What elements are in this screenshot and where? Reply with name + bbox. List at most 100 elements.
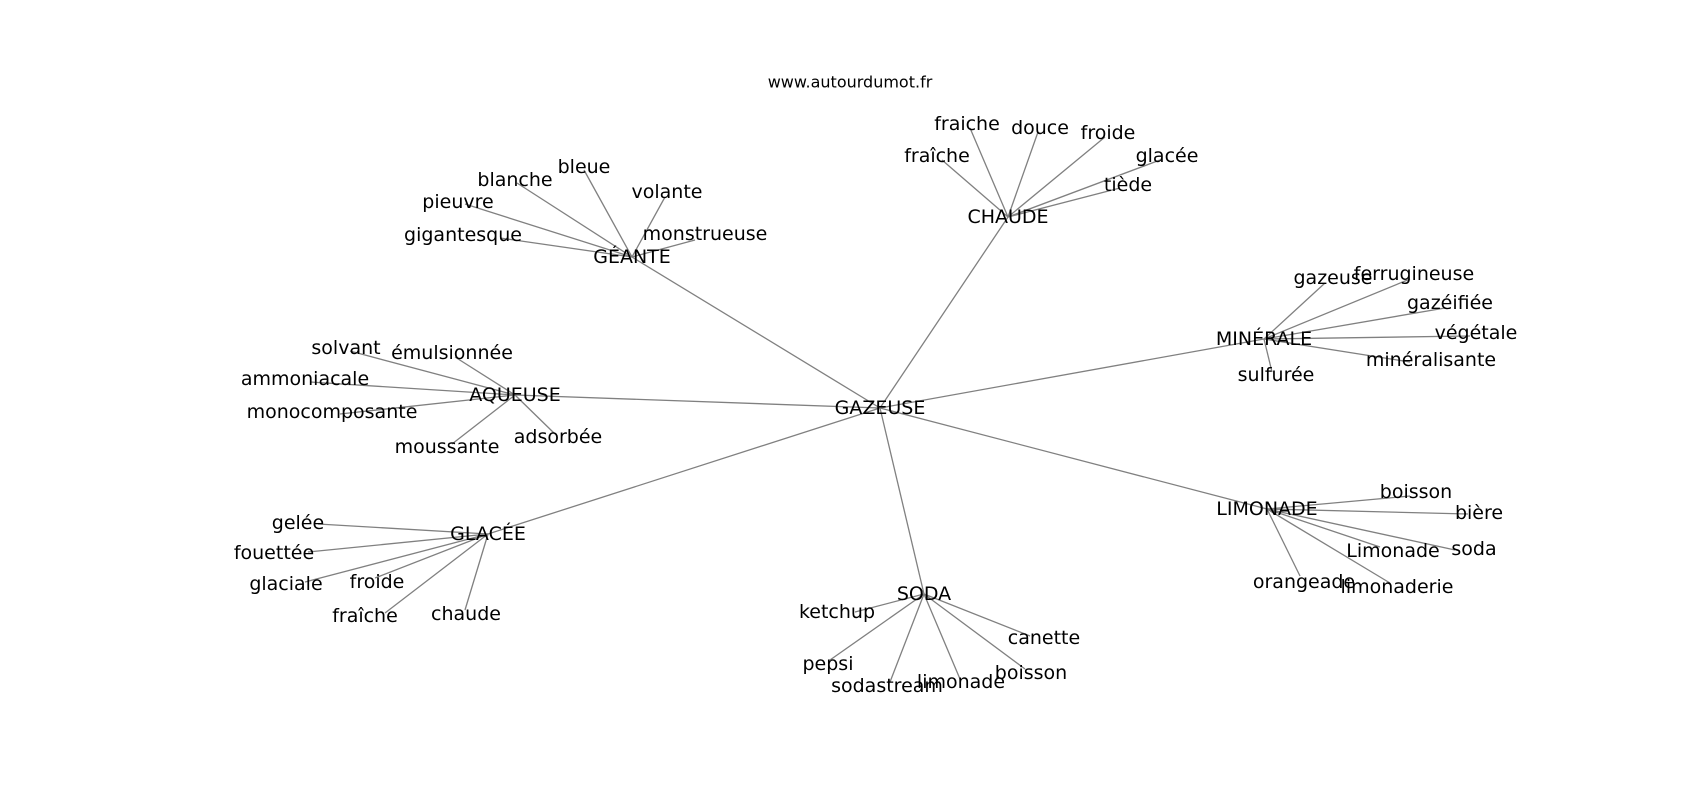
- hub-node-geante[interactable]: GÉANTE: [593, 245, 671, 268]
- word-node-glaciale[interactable]: glaciale: [249, 573, 322, 595]
- edge-soda-to-sodastream: [889, 593, 925, 683]
- edge-limonade-to-limonaderie: [1266, 508, 1391, 584]
- word-node-gazeifiee[interactable]: gazéifiée: [1407, 292, 1493, 314]
- edge-aqueuse-to-monocomposante: [339, 394, 516, 415]
- edge-glacee-to-fraiche: [384, 533, 489, 614]
- word-node-solvant[interactable]: solvant: [311, 337, 380, 359]
- word-node-gazeuse[interactable]: gazeuse: [1294, 267, 1373, 289]
- word-node-ammoniacale[interactable]: ammoniacale: [241, 368, 369, 390]
- word-node-emulsionnee[interactable]: émulsionnée: [391, 342, 513, 364]
- edge-aqueuse-to-solvant: [349, 350, 516, 396]
- edge-minerale-to-ferrugineuse: [1263, 278, 1411, 340]
- hub-node-limonade[interactable]: LIMONADE: [1216, 498, 1317, 520]
- word-node-moussante[interactable]: moussante: [395, 436, 500, 458]
- edge-soda-to-limonade: [923, 593, 961, 680]
- word-node-glacee[interactable]: glacée: [1136, 145, 1199, 167]
- hub-node-glacee[interactable]: GLACÉE: [450, 522, 526, 545]
- edge-aqueuse-to-moussante: [451, 394, 516, 445]
- word-node-biere[interactable]: bière: [1455, 502, 1503, 524]
- edge-center-to-aqueuse: [514, 394, 881, 409]
- edge-glacee-to-chaude: [464, 533, 489, 611]
- edge-minerale-to-sulfuree: [1263, 338, 1273, 373]
- edge-aqueuse-to-ammoniacale: [309, 381, 516, 396]
- hub-node-chaude[interactable]: CHAUDE: [967, 206, 1048, 228]
- edge-center-to-chaude: [879, 216, 1009, 409]
- edge-aqueuse-to-emulsionnee: [454, 356, 516, 396]
- word-node-froide[interactable]: froide: [350, 571, 405, 593]
- word-node-mineralisante[interactable]: minéralisante: [1366, 349, 1496, 371]
- word-node-boisson[interactable]: boisson: [995, 662, 1067, 684]
- edge-limonade-to-limonade: [1266, 508, 1381, 548]
- edge-glacee-to-froide: [374, 533, 489, 579]
- edge-chaude-to-fraiche: [969, 127, 1009, 218]
- edge-chaude-to-tiede: [1007, 187, 1121, 218]
- edge-limonade-to-orangeade: [1266, 508, 1301, 577]
- word-node-pieuvre[interactable]: pieuvre: [422, 191, 493, 213]
- edge-limonade-to-soda: [1266, 508, 1456, 551]
- word-node-ferrugineuse[interactable]: ferrugineuse: [1354, 263, 1474, 285]
- edge-chaude-to-fraiche: [941, 159, 1009, 218]
- word-node-boisson[interactable]: boisson: [1380, 481, 1452, 503]
- word-node-gigantesque[interactable]: gigantesque: [404, 224, 522, 246]
- word-node-adsorbee[interactable]: adsorbée: [514, 426, 602, 448]
- edge-geante-to-pieuvre: [464, 203, 633, 258]
- edge-chaude-to-froide: [1007, 136, 1106, 218]
- edge-geante-to-bleue: [583, 169, 633, 258]
- edge-minerale-to-vegetale: [1263, 335, 1471, 340]
- edge-center-to-limonade: [879, 407, 1268, 510]
- site-url[interactable]: www.autourdumot.fr: [768, 73, 933, 92]
- edge-soda-to-ketchup: [854, 593, 925, 613]
- word-node-tiede[interactable]: tiède: [1104, 174, 1152, 196]
- word-node-orangeade[interactable]: orangeade: [1253, 571, 1355, 593]
- edge-center-to-minerale: [879, 338, 1265, 409]
- edge-geante-to-monstrueuse: [631, 239, 696, 258]
- edge-minerale-to-gazeifiee: [1263, 307, 1446, 340]
- word-node-fraiche[interactable]: fraiche: [934, 113, 1000, 135]
- word-node-fraiche[interactable]: fraîche: [332, 605, 398, 627]
- center-node-gazeuse[interactable]: GAZEUSE: [835, 397, 926, 419]
- edge-soda-to-canette: [923, 593, 1031, 637]
- word-node-froide[interactable]: froide: [1081, 122, 1136, 144]
- word-node-soda[interactable]: soda: [1451, 538, 1496, 560]
- word-node-chaude[interactable]: chaude: [431, 603, 501, 625]
- edge-geante-to-blanche: [516, 182, 633, 258]
- edge-minerale-to-gazeuse: [1263, 282, 1326, 340]
- word-node-vegetale[interactable]: végétale: [1435, 322, 1518, 344]
- hub-node-aqueuse[interactable]: AQUEUSE: [469, 384, 561, 406]
- edge-limonade-to-biere: [1266, 508, 1469, 515]
- word-node-monocomposante[interactable]: monocomposante: [247, 401, 418, 423]
- edge-soda-to-boisson: [923, 593, 1026, 670]
- word-node-canette[interactable]: canette: [1008, 627, 1080, 649]
- word-node-blanche[interactable]: blanche: [477, 169, 552, 191]
- word-node-pepsi[interactable]: pepsi: [803, 653, 854, 675]
- word-node-gelee[interactable]: gelée: [272, 512, 324, 534]
- edge-center-to-soda: [879, 407, 925, 595]
- edge-aqueuse-to-adsorbee: [514, 394, 556, 435]
- word-node-monstrueuse[interactable]: monstrueuse: [643, 223, 768, 245]
- word-node-bleue[interactable]: bleue: [558, 156, 611, 178]
- edge-limonade-to-boisson: [1266, 495, 1411, 510]
- edge-chaude-to-douce: [1007, 131, 1039, 218]
- word-node-fouettee[interactable]: fouettée: [234, 542, 314, 564]
- edge-glacee-to-gelee: [317, 523, 489, 535]
- hub-node-minerale[interactable]: MINÉRALE: [1216, 327, 1312, 350]
- hub-node-soda[interactable]: SODA: [897, 583, 951, 605]
- graph-edges: [304, 127, 1471, 683]
- word-node-douce[interactable]: douce: [1011, 117, 1069, 139]
- word-node-ketchup[interactable]: ketchup: [799, 601, 875, 623]
- word-node-fraiche[interactable]: fraîche: [904, 145, 970, 167]
- word-node-limonade[interactable]: Limonade: [1346, 540, 1439, 562]
- word-node-volante[interactable]: volante: [632, 181, 703, 203]
- edge-center-to-glacee: [487, 407, 881, 535]
- word-node-limonaderie[interactable]: limonaderie: [1341, 576, 1454, 598]
- edge-geante-to-volante: [631, 196, 666, 258]
- word-node-limonade[interactable]: limonade: [917, 671, 1005, 693]
- edge-glacee-to-fouettee: [307, 533, 489, 553]
- word-node-sulfuree[interactable]: sulfurée: [1238, 364, 1315, 386]
- word-node-sodastream[interactable]: sodastream: [831, 675, 943, 697]
- edge-glacee-to-glaciale: [304, 533, 489, 583]
- edge-geante-to-gigantesque: [499, 237, 633, 258]
- edge-minerale-to-mineralisante: [1263, 338, 1411, 363]
